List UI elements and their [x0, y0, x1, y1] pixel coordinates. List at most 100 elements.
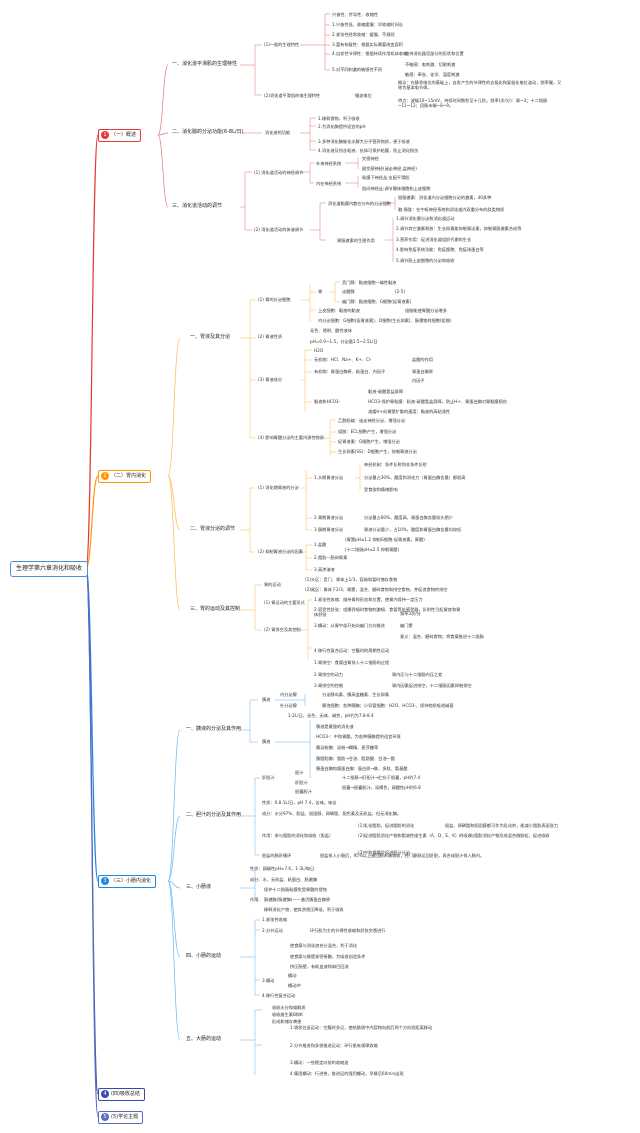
node-item[interactable]: 4.影响免疫系统功能：免疫细胞、免疫球蛋白等 [396, 247, 484, 252]
s1-regulation[interactable]: 三、消化道活动的调节 [172, 203, 223, 209]
node-item[interactable]: 胆盐、卵磷脂和胆固醇都可作为乳化剂，能减小脂肪表面张力 [445, 823, 559, 828]
node-item[interactable]: 作用：参与脂肪的消化和吸收（胆盐） [262, 833, 334, 838]
node-item[interactable]: 十二指肠→肝胆汁→贮存于胆囊，pH约7.4 [342, 775, 421, 780]
node-item[interactable]: 外来神经系统 [316, 161, 342, 166]
node-item[interactable]: 脑-肠肽：在中枢神经系统和消化道内双重分布的肽类物质 [398, 207, 505, 212]
s1-electro-properties[interactable]: (2)消化道平滑肌的电生理特性 [264, 93, 321, 98]
node-item[interactable]: pH=0.9~1.5，分泌量1.5~2.5L/日 [310, 339, 378, 344]
node-item[interactable]: 4.消化液及所含粘液、抗体可保护粘膜，防止消化损伤 [318, 148, 419, 153]
node-item[interactable]: 1.紧张性收缩：维持胃的形态和位置，使胃内保持一定压力 [314, 597, 423, 602]
node-item[interactable]: 2.紧张性经常收缩：缓慢，不规则 [332, 32, 395, 37]
node-item[interactable]: 内分泌细胞：G细胞(促胃液素)、D细胞(生长抑素)、肠嗜铬样细胞(组胺) [318, 318, 452, 323]
node-item[interactable]: 腺泡细胞：各种胰酶；小导管细胞：H2O、HCO3-，保持物质吸收碱基 [322, 703, 454, 708]
node-item[interactable]: 保护十二指肠粘膜免受胃酸的侵蚀 [264, 887, 327, 892]
s1-neural-regulation[interactable]: (1) 消化道活动的神经调节 [254, 170, 304, 175]
node-item[interactable]: (2)促进脂肪消化产物和脂溶性维生素（A、D、E、K）的吸收 [358, 833, 472, 838]
s3-pancreatic-juice[interactable]: 一、胰液的分泌及其作用 [186, 726, 242, 732]
node-item[interactable]: 2.分节推进和多袋推进运动：环行肌有规律收缩 [290, 1043, 378, 1048]
s2-digestive-phase[interactable]: (1) 消化期胃液的分泌 [258, 485, 299, 490]
s2-juice-composition[interactable]: (3) 胃液成分 [258, 377, 283, 382]
node-item[interactable]: 胆盐排入小肠后，95%以上被回肠末端吸收，经门静脉运回肝脏，再合成胆汁排入肠内。 [320, 853, 485, 858]
node-item[interactable]: 稀释消化产物，使其渗透压降低，利于吸收 [264, 907, 344, 912]
s2-inhibition[interactable]: (2) 抑制胃液分泌的因素 [258, 549, 303, 554]
s2-gastric-motility[interactable]: 三、胃的运动及其控制 [190, 606, 241, 612]
s2-regulation[interactable]: 二、胃液分泌的调节 [190, 526, 236, 532]
node-item[interactable]: 胃液分泌量少，占10%，酸度和胃蛋白酶含量均较低 [364, 527, 462, 532]
node-item[interactable]: 成分：水分97%、胆盐、胆固醇、卵磷脂、胆色素及无机盐，但无消化酶。 [262, 811, 402, 816]
node-item[interactable]: 胃蛋白酶原 [412, 369, 433, 374]
node-item[interactable]: 贲门腺：黏液细胞—碱性黏液 [342, 280, 397, 285]
s3-large-intestine-motility[interactable]: 五、大肠的运动 [186, 1036, 222, 1042]
branch-absorption[interactable]: 4(四)吸收总结 [98, 1088, 145, 1101]
s2-gastric-juice[interactable]: 一、胃液及其分泌 [190, 334, 231, 340]
s1-general-properties[interactable]: (1)一般的生理特性 [264, 42, 300, 47]
node-item[interactable]: 胃内因素促进排空，十二指肠因素抑制排空 [392, 683, 472, 688]
s2-acid-regulators[interactable]: (4) 影响胃酸分泌的主要内源性物质 [258, 435, 324, 440]
node-item[interactable]: 挤压肠壁，有助血液和淋巴回流 [290, 964, 349, 969]
node-item[interactable]: 胆囊→胆囊胆汁，深褐色，弱酸性pH约6.8 [342, 785, 421, 790]
node-item[interactable]: 1.调节消化腺分泌和消化道运动 [396, 216, 455, 221]
node-item[interactable]: 1.袋状往返运动：空腹时多见，使结肠袋中内容物向前后两个方向短距离移动 [290, 1025, 433, 1030]
node-item[interactable]: 兴奋性、传导性、收缩性 [332, 12, 379, 17]
node-item[interactable]: 蠕动 [288, 973, 297, 978]
branch-topic[interactable]: 5(5)学论主题 [98, 1111, 144, 1124]
node-item[interactable]: 3.营养作用：促进消化道组织代谢和生长 [396, 237, 472, 242]
node-item[interactable]: 3.高渗溶液 [314, 567, 335, 572]
s2-secretory-cells[interactable]: (1) 胃的分泌细胞 [258, 297, 291, 302]
node-item[interactable]: HCO3-保护胃粘膜：粘液-碳酸氢盐屏障，防止H+、胃蛋白酶对胃黏膜损伤 [368, 399, 507, 404]
node-item[interactable]: 减缓H+向胃壁扩散的速度：黏液的高粘滞性 [368, 409, 451, 414]
node-item[interactable]: 3.蠕动：一些稳定向前的收缩波 [290, 1060, 349, 1065]
node-item[interactable]: 内因子 [412, 378, 425, 383]
branch-gastric-digestion[interactable]: 2（二）胃内消化 [98, 470, 152, 483]
node-item[interactable]: 无色、透明、酸性液体 [310, 328, 352, 333]
node-item[interactable]: (2)尾区：胃体下2/3、胃窦，混合、磨碎食物和排空食物，并促进食物的排空 [305, 587, 448, 592]
s1-gland-secretion[interactable]: 二、消化腺的分泌功能(6-8L/日) [172, 129, 244, 135]
s2-motility-forms[interactable]: (1) 胃运动的主要形式 [264, 600, 305, 605]
node-item[interactable]: (2-5) [395, 289, 406, 294]
node-item[interactable]: 3.肠期胃液分泌 [314, 527, 344, 532]
node-item[interactable]: 敏感：牵张、化学、温度刺激 [405, 72, 460, 77]
node-item[interactable]: 盐酸的作用 [412, 357, 433, 362]
node-item[interactable]: 外分泌腺 [280, 703, 297, 708]
node-item[interactable]: 分泌量占30%，酸度和消化力（胃蛋白酶含量）都很高 [364, 475, 466, 480]
node-item[interactable]: 内分泌腺 [280, 692, 297, 697]
node-item[interactable]: 神经机制：条件反射和非条件反射 [364, 462, 427, 467]
node-item[interactable]: 无机物：HCl、Na+、K+、Cl- [314, 357, 372, 362]
node-item[interactable]: 1.紧张性收缩 [262, 917, 287, 922]
node-item[interactable]: 粘膜下神经丛:支配平滑肌 [362, 175, 410, 180]
node-item[interactable]: HCO3-：中和胃酸，为各种胰酶提供适宜环境 [316, 734, 401, 739]
node-item[interactable]: 幽门窦 [400, 623, 413, 628]
node-item[interactable]: 胃的运动 [264, 582, 281, 587]
node-item[interactable]: 2.胃期胃液分泌 [314, 515, 344, 520]
node-item[interactable]: 频率3次/分 [400, 611, 421, 616]
node-item[interactable]: 3.蠕动：从胃中部开始向幽门方向推进 [314, 623, 385, 628]
node-item[interactable]: 3.蠕动 [262, 978, 275, 983]
node-item[interactable]: 2.脂肪—肠抑胃素 [314, 555, 348, 560]
node-item[interactable]: 肌间神经丛:调节腺体细胞和上皮细胞 [362, 186, 431, 191]
node-item[interactable]: 泌酸腺 [342, 289, 355, 294]
root-node[interactable]: 生理学第六章消化和吸收 [10, 561, 88, 577]
node-item[interactable]: 意义：混合、磨碎食物；将食糜推进十二指肠 [400, 634, 484, 639]
node-item[interactable]: 胰液 [262, 697, 271, 702]
s2-emptying[interactable]: (2) 胃排空及其控制 [264, 627, 301, 632]
s3-small-intestine-motility[interactable]: 四、小肠的运动 [186, 953, 222, 959]
node-item[interactable]: 4.移行性复合运动：空腹时的周期性运动 [314, 648, 390, 653]
node-item[interactable]: 肝胆汁 [295, 780, 308, 785]
branch-overview[interactable]: 1（一）概述 [98, 129, 142, 142]
s1-humoral-regulation[interactable]: (2) 消化道活动的体液调节 [254, 227, 304, 232]
node-item[interactable]: 不敏感：电刺激、切割刺激 [405, 62, 456, 67]
node-item[interactable]: 黏液-碳酸氢盐屏障 [368, 389, 404, 394]
node-item[interactable]: 黏液和HCO3- [314, 399, 341, 404]
node-item[interactable]: 1-2L/日，无色、无味、碱性，pH约为7.8-8.4 [288, 713, 374, 718]
node-item[interactable]: 有机物：胃蛋白酶原、粘蛋白、内因子 [314, 369, 386, 374]
node-item[interactable]: (1)乳化脂肪，促进脂肪的消化 [358, 823, 415, 828]
s3-intestinal-juice[interactable]: 三、小肠液 [186, 884, 212, 890]
node-item[interactable]: 形成和储存粪便 [272, 1019, 302, 1024]
node-item[interactable]: 胰蛋白酶和糜蛋白酶：蛋白质→胨、多肽、氨基酸 [316, 766, 408, 771]
node-item[interactable]: 促胃液素：G细胞产生，增强分泌 [338, 439, 400, 444]
node-item[interactable]: 蠕动冲 [288, 983, 301, 988]
node-item[interactable]: (1)头区：贲门、胃体上1/3，容纳和暂时储存食物 [305, 577, 398, 582]
node-item[interactable]: 与脂肪消化产物形成混合微胶粒，促进吸收 [470, 833, 550, 838]
node-item[interactable]: 胆肠激素：消化道内分泌细胞分泌的激素，40多种 [398, 195, 492, 200]
node-item[interactable]: 5.对不同刺激的敏感性不同 [332, 67, 383, 72]
